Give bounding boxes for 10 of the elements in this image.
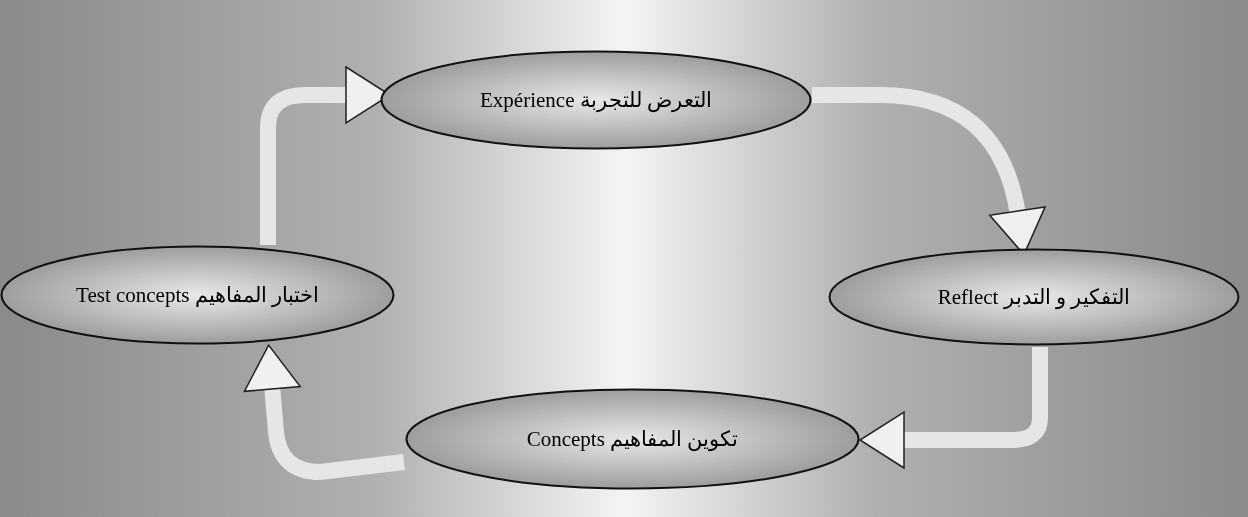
cycle-ellipse [380,50,812,150]
node-label: التعرض للتجربة Expérience [480,87,712,113]
node-label: التفكير و التدبر Reflect [937,284,1131,310]
node-label: اختبار المفاهيم Test concepts [76,282,319,308]
curved-arrow [859,347,1048,469]
cycle-ellipse [828,248,1240,346]
cycle-ellipse [405,388,860,490]
node-label: تكوين المفاهيم Concepts [526,426,739,452]
curved-arrow [243,344,405,480]
cycle-ellipse [0,245,395,345]
